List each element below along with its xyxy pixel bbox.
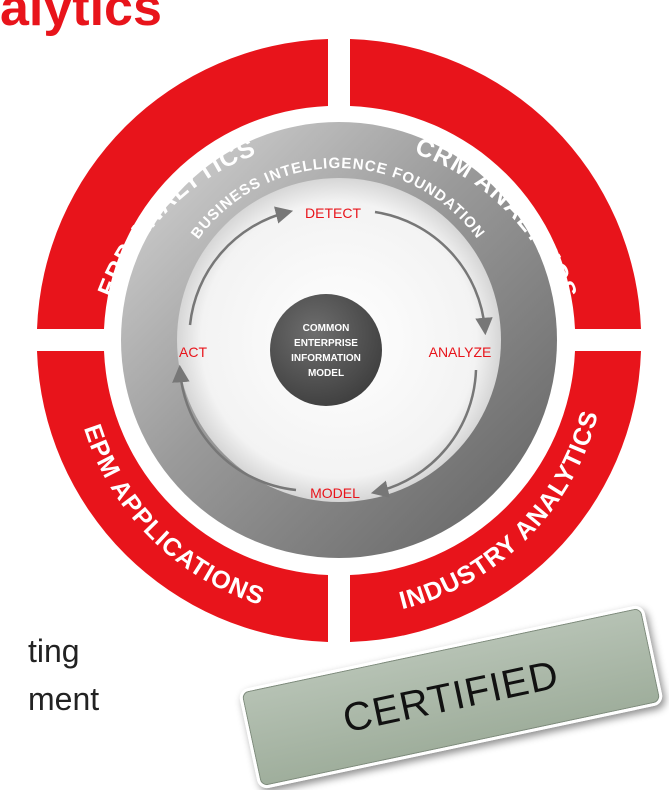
core-circle [270, 294, 382, 406]
side-text-line-1: ting [28, 633, 80, 669]
page-title: alytics [0, 0, 162, 37]
stamp-label: CERTIFIED [339, 652, 563, 741]
core-line-1: COMMON [303, 323, 350, 334]
core-line-3: INFORMATION [291, 353, 361, 364]
segment-epm [37, 351, 328, 642]
cycle-arrow-left [172, 364, 297, 492]
cycle-arrow-right [374, 210, 493, 336]
segment-industry [350, 351, 641, 642]
segment-erp [37, 39, 328, 329]
cycle-arrow-down [370, 369, 478, 498]
label-act: ACT [179, 344, 207, 360]
side-text-line-2: ment [28, 681, 100, 717]
label-model: MODEL [310, 485, 360, 501]
label-detect: DETECT [305, 205, 361, 221]
core-line-2: ENTERPRISE [294, 338, 358, 349]
cycle-arrows [172, 206, 493, 498]
outer-ring [37, 39, 641, 642]
label-analyze: ANALYZE [429, 344, 492, 360]
core-line-4: MODEL [308, 368, 344, 379]
segment-crm [350, 39, 641, 329]
cycle-arrow-up [188, 206, 294, 326]
